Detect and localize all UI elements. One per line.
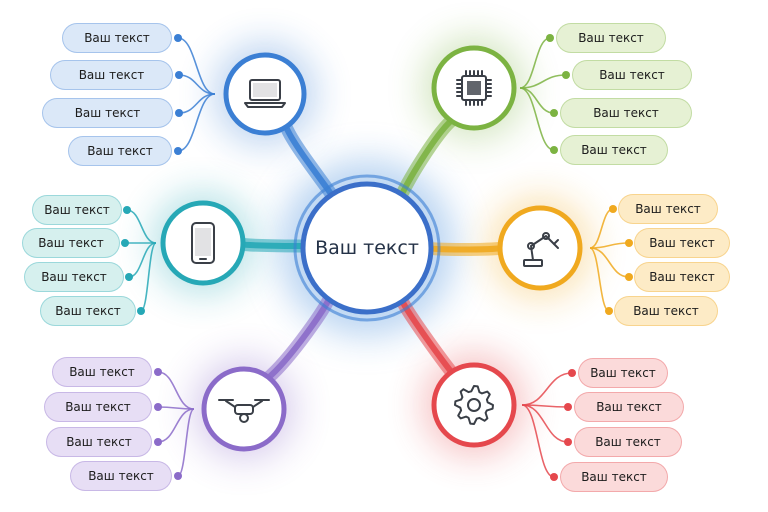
laptop-trunk [282, 121, 336, 200]
drone-node [201, 366, 287, 452]
chip-twig-dot [562, 71, 570, 79]
laptop-topic-pill[interactable]: Ваш текст [42, 98, 173, 128]
drone-twig-dot [154, 403, 162, 411]
smartphone-icon [191, 222, 215, 264]
laptop-topic-pill[interactable]: Ваш текст [50, 60, 173, 90]
chip-twig [519, 37, 551, 89]
laptop-twig [178, 74, 216, 95]
laptop-node [223, 52, 307, 136]
robot-twig-dot [609, 205, 617, 213]
drone-twig [157, 371, 195, 410]
drone-twig-dot [154, 438, 162, 446]
gear-node [431, 362, 517, 448]
robot-twig-dot [625, 273, 633, 281]
chip-twig [519, 74, 567, 89]
laptop-icon [244, 79, 286, 108]
phone-twig-dot [125, 273, 133, 281]
drone-icon [218, 399, 270, 423]
robot-topic-pill[interactable]: Ваш текст [618, 194, 718, 224]
gear-topic-pill[interactable]: Ваш текст [574, 392, 684, 422]
center-halo [293, 174, 441, 322]
phone-twig-dot [121, 239, 129, 247]
chip-twig-dot [550, 146, 558, 154]
gear-topic-pill[interactable]: Ваш текст [560, 462, 668, 492]
drone-topic-pill[interactable]: Ваш текст [52, 357, 152, 387]
drone-topic-pill[interactable]: Ваш текст [70, 461, 172, 491]
chip-twig-dot [546, 34, 554, 42]
laptop-twig [177, 93, 216, 152]
robot-topic-pill[interactable]: Ваш текст [614, 296, 718, 326]
phone-node [160, 200, 246, 286]
central-topic-label[interactable]: Ваш текст [315, 237, 419, 259]
gear-twig-dot [564, 438, 572, 446]
gear-topic-pill[interactable]: Ваш текст [574, 427, 682, 457]
robot-node [497, 205, 583, 291]
phone-twig-dot [137, 307, 145, 315]
robot-arm-icon [523, 232, 559, 267]
chip-twig-dot [550, 109, 558, 117]
central-topic-node [300, 181, 434, 315]
robot-topic-pill[interactable]: Ваш текст [634, 262, 730, 292]
chip-topic-pill[interactable]: Ваш текст [572, 60, 692, 90]
gear-twig [521, 404, 569, 443]
robot-twig-dot [625, 239, 633, 247]
drone-topic-pill[interactable]: Ваш текст [46, 427, 152, 457]
drone-twig-dot [174, 472, 182, 480]
phone-twig-dot [123, 206, 131, 214]
drone-topic-pill[interactable]: Ваш текст [44, 392, 152, 422]
robot-twig [589, 208, 614, 249]
chip-topic-pill[interactable]: Ваш текст [556, 23, 666, 53]
chip-twig [519, 87, 555, 151]
laptop-twig-dot [175, 71, 183, 79]
laptop-topic-pill[interactable]: Ваш текст [68, 136, 172, 166]
laptop-twig-dot [175, 109, 183, 117]
phone-topic-pill[interactable]: Ваш текст [22, 228, 120, 258]
gear-twig-dot [550, 473, 558, 481]
drone-twig [157, 408, 195, 443]
phone-topic-pill[interactable]: Ваш текст [32, 195, 122, 225]
phone-topic-pill[interactable]: Ваш текст [24, 262, 124, 292]
gear-topic-pill[interactable]: Ваш текст [578, 358, 668, 388]
laptop-topic-pill[interactable]: Ваш текст [62, 23, 172, 53]
laptop-twig-dot [174, 34, 182, 42]
gear-icon [454, 385, 494, 425]
gear-twig [521, 372, 573, 406]
drone-twig-dot [154, 368, 162, 376]
phone-topic-pill[interactable]: Ваш текст [40, 296, 136, 326]
laptop-twig-dot [174, 147, 182, 155]
robot-twig-dot [605, 307, 613, 315]
gear-twig [521, 404, 555, 478]
gear-twig-dot [564, 403, 572, 411]
robot-topic-pill[interactable]: Ваш текст [634, 228, 730, 258]
chip-topic-pill[interactable]: Ваш текст [560, 98, 692, 128]
chip-icon [456, 70, 492, 106]
gear-twig-dot [568, 369, 576, 377]
chip-topic-pill[interactable]: Ваш текст [560, 135, 668, 165]
laptop-twig [177, 37, 216, 95]
robot-twig [589, 247, 630, 278]
